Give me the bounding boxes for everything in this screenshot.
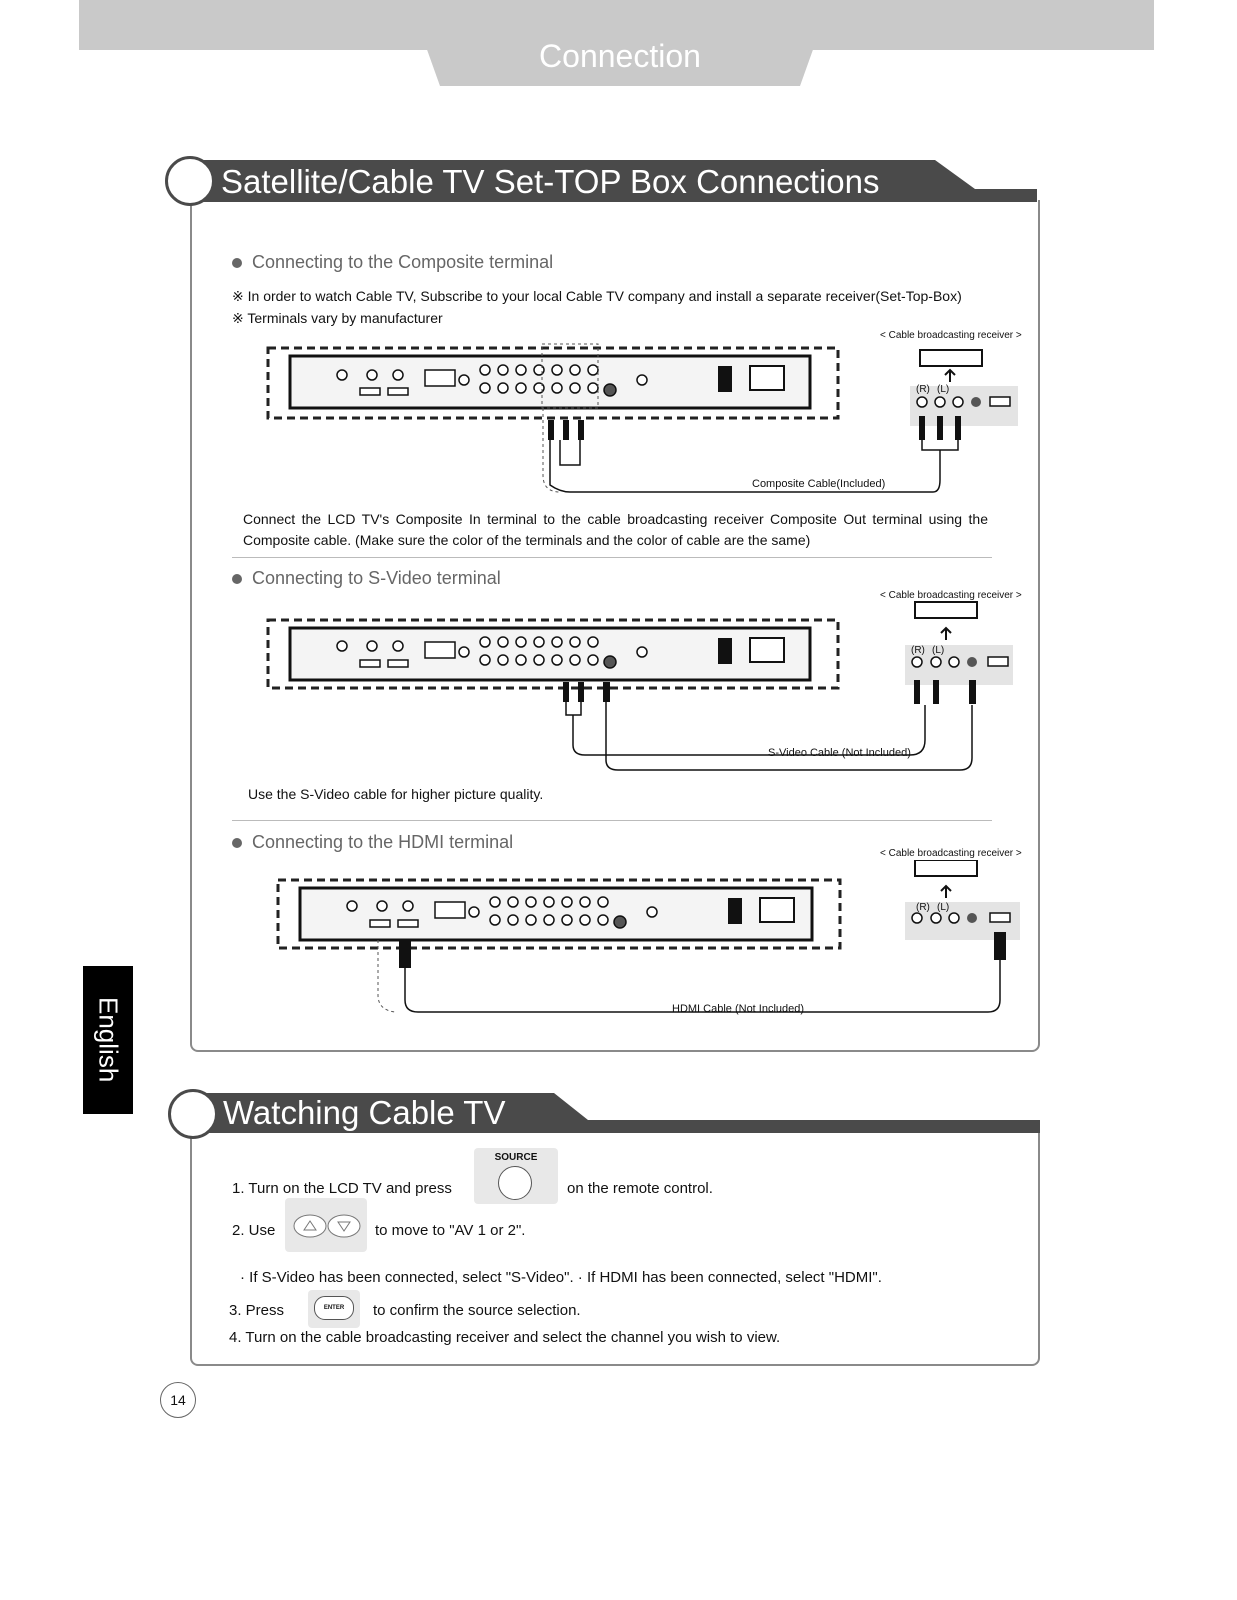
section-title: Watching Cable TV: [223, 1094, 506, 1131]
subheading-text: Connecting to S-Video terminal: [252, 568, 501, 588]
bullet-icon: [232, 258, 242, 269]
source-button-label: SOURCE: [494, 1152, 538, 1163]
svideo-description: Use the S-Video cable for higher picture…: [248, 786, 544, 802]
header-tab: [420, 30, 820, 86]
step-3-after: to confirm the source selection.: [373, 1302, 581, 1319]
section-circle-icon: [168, 1089, 218, 1139]
svideo-diagram: [266, 601, 1013, 771]
note-terminals: ※ Terminals vary by manufacturer: [232, 310, 443, 327]
language-label: English: [93, 997, 124, 1083]
page-title: Connection: [539, 38, 701, 74]
receiver-label: < Cable broadcasting receiver >: [880, 330, 1022, 341]
hdmi-diagram: [276, 860, 1020, 1013]
section-watching-cable: [190, 1132, 1040, 1366]
section-circle-icon: [165, 156, 215, 206]
cable-label: HDMI Cable (Not Included): [672, 1003, 805, 1015]
cable-label: Composite Cable(Included): [752, 478, 886, 490]
divider: [232, 820, 992, 821]
step-2-note: · If S-Video has been connected, select …: [240, 1269, 882, 1286]
receiver-label: < Cable broadcasting receiver >: [880, 848, 1022, 859]
rl-label-r: (R): [916, 902, 930, 913]
section-settop-box: [190, 200, 1040, 1052]
step-1-text: 1. Turn on the LCD TV and press: [232, 1180, 452, 1197]
receiver-label: < Cable broadcasting receiver >: [880, 590, 1022, 601]
subheading-hdmi: Connecting to the HDMI terminal: [232, 832, 513, 853]
composite-diagram: [266, 343, 1018, 493]
page-number: 14: [160, 1382, 196, 1418]
composite-description: Connect the LCD TV's Composite In termin…: [243, 511, 988, 548]
note-text: In order to watch Cable TV, Subscribe to…: [247, 288, 962, 304]
note-text: Terminals vary by manufacturer: [247, 310, 443, 326]
divider: [232, 557, 992, 558]
rl-label-l: (L): [937, 902, 950, 913]
step-2-text: 2. Use: [232, 1222, 276, 1239]
step-3-text: 3. Press: [229, 1302, 285, 1319]
enter-button: ENTER: [314, 1296, 354, 1320]
step-4-text: 4. Turn on the cable broadcasting receiv…: [229, 1329, 781, 1346]
enter-button-label: ENTER: [323, 1305, 345, 1311]
note-mark: ※: [232, 310, 244, 326]
note-mark: ※: [232, 288, 244, 304]
subheading-svideo: Connecting to S-Video terminal: [232, 568, 501, 589]
rl-label-r: (R): [916, 384, 930, 395]
section-header-shape: [190, 1093, 1040, 1133]
bullet-icon: [232, 574, 242, 585]
cable-label: S-Video Cable (Not Included): [768, 747, 911, 759]
rl-label-r: (R): [911, 645, 925, 656]
up-down-arrow-icon: [293, 1214, 361, 1238]
step-1-after: on the remote control.: [567, 1180, 713, 1197]
subheading-text: Connecting to the HDMI terminal: [252, 832, 514, 852]
source-button: [498, 1166, 532, 1200]
subheading-composite: Connecting to the Composite terminal: [232, 252, 553, 273]
note-cable-subscribe: ※ In order to watch Cable TV, Subscribe …: [232, 288, 962, 305]
rl-label-l: (L): [932, 645, 945, 656]
step-2-after: to move to "AV 1 or 2".: [375, 1222, 526, 1239]
subheading-text: Connecting to the Composite terminal: [252, 252, 554, 272]
section-title: Satellite/Cable TV Set-TOP Box Connectio…: [221, 163, 880, 200]
language-tab: [83, 966, 133, 1114]
rl-label-l: (L): [937, 384, 950, 395]
bullet-icon: [232, 838, 242, 849]
section-header-shape: [187, 160, 1037, 202]
